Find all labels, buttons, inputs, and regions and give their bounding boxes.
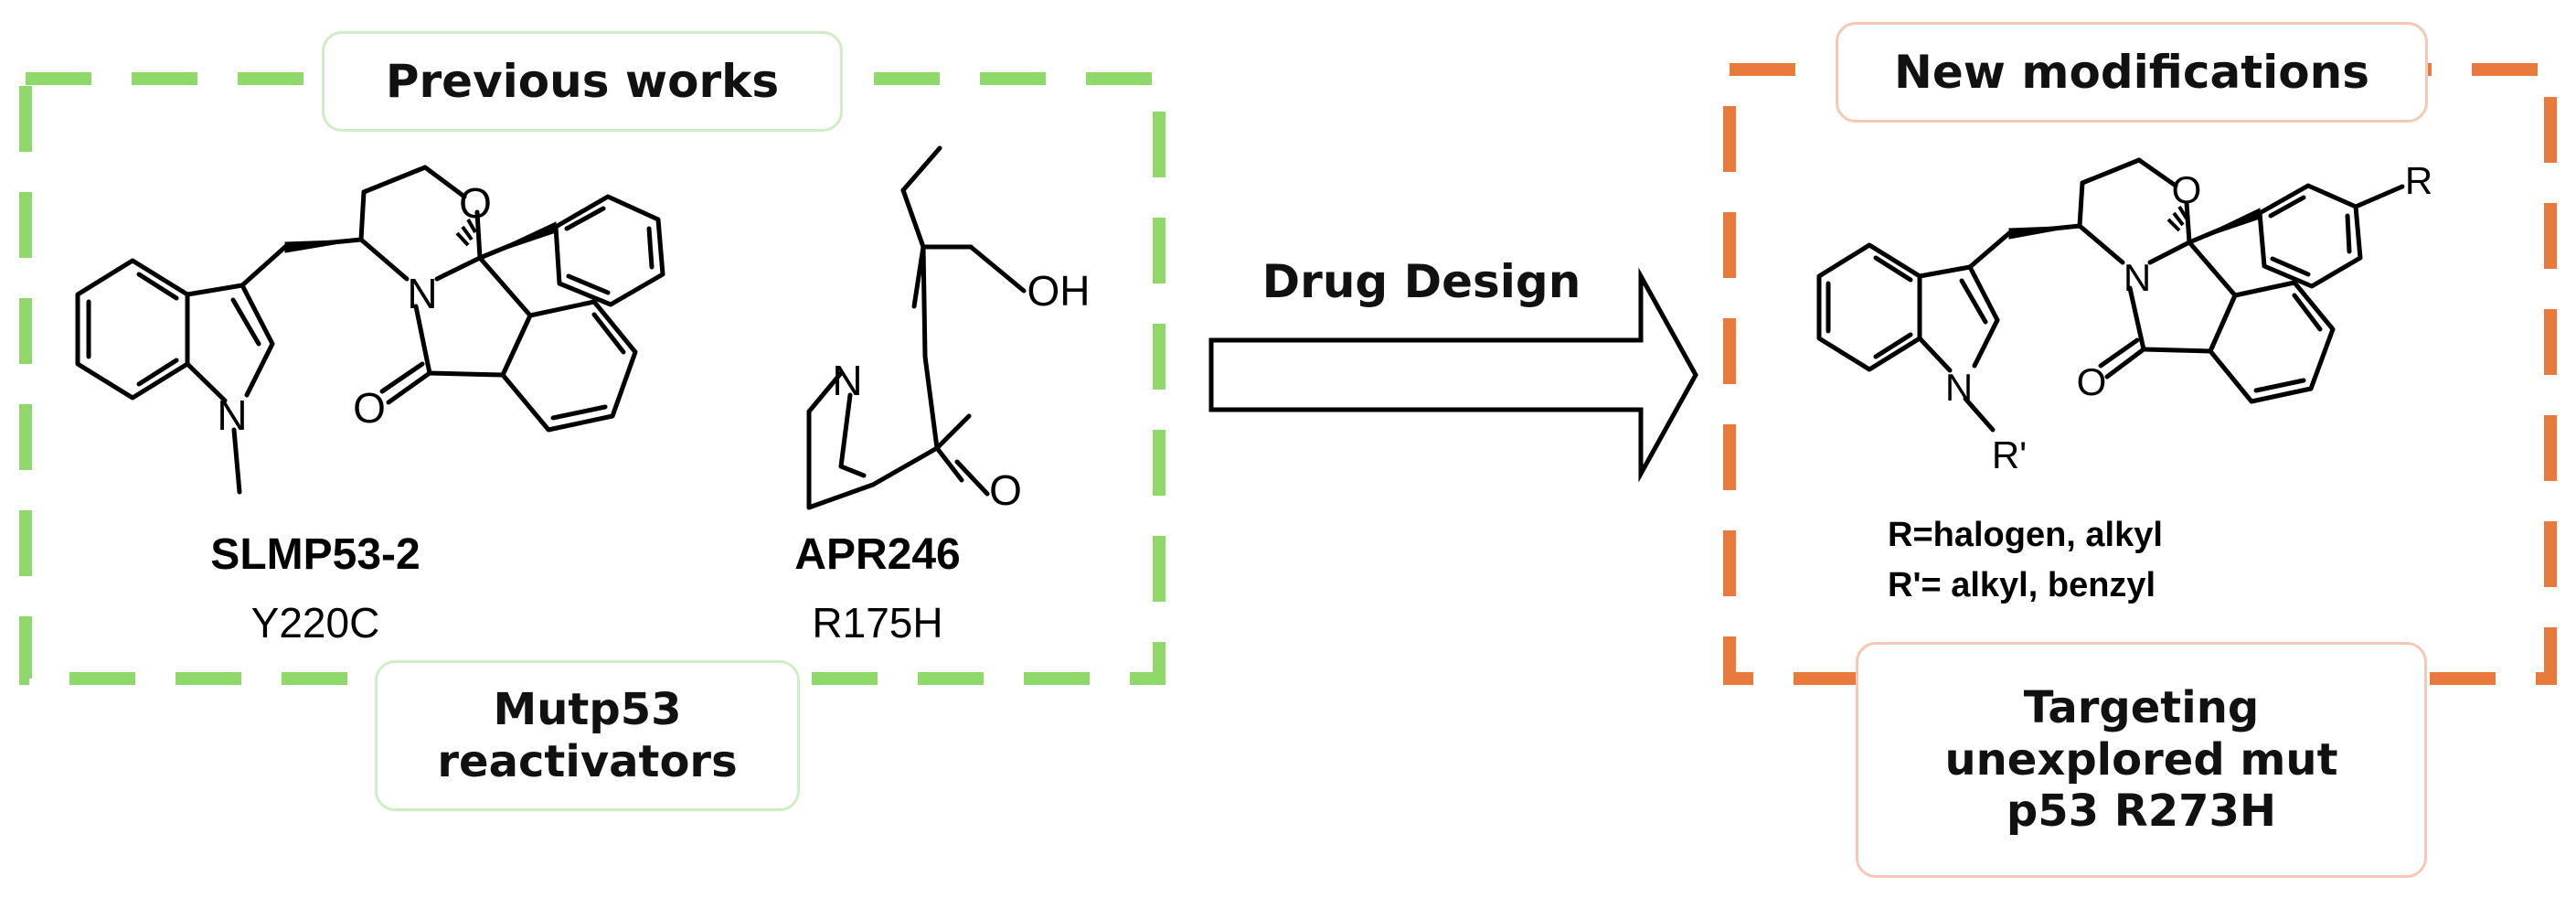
mutp53-reactivators-footer: Mutp53 reactivators xyxy=(375,660,800,811)
new-atom-o-carbonyl: O xyxy=(2077,360,2107,403)
new-atom-n-ring: N xyxy=(2124,256,2151,299)
slmp-atom-o-carbonyl: O xyxy=(353,384,386,432)
apr-atom-o-carbonyl: O xyxy=(989,466,1022,514)
apr246-name: APR246 xyxy=(794,530,960,579)
mutp53-reactivators-text: Mutp53 reactivators xyxy=(437,683,738,787)
targeting-footer: Targeting unexplored mut p53 R273H xyxy=(1856,642,2427,878)
substituent-r: R=halogen, alkyl xyxy=(1888,516,2163,554)
substituent-r-prime: R'= alkyl, benzyl xyxy=(1888,566,2156,604)
stereo-bonds xyxy=(284,205,2261,259)
previous-works-title-text: Previous works xyxy=(385,54,780,108)
substituent-definitions: R=halogen, alkyl R'= alkyl, benzyl xyxy=(1888,516,2163,604)
new-atom-o: O xyxy=(2172,168,2202,211)
slmp53-2-name: SLMP53-2 xyxy=(210,530,420,579)
previous-works-title: Previous works xyxy=(322,31,843,132)
apr-atom-oh: OH xyxy=(1027,267,1091,315)
compound-captions: SLMP53-2 Y220C APR246 R175H xyxy=(210,530,960,647)
new-atom-r-prime: R' xyxy=(1992,433,2027,476)
apr246-structure xyxy=(806,145,1027,510)
atom-labels: O N O N N OH O O N O N R R' xyxy=(217,159,2432,514)
new-atom-n-indole: N xyxy=(1945,366,1973,409)
slmp53-2-structure xyxy=(75,165,665,495)
apr246-target: R175H xyxy=(812,599,942,647)
slmp-atom-n-ring: N xyxy=(407,270,437,317)
new-scaffold-structure xyxy=(1816,157,2405,433)
drug-design-arrow xyxy=(1208,267,1698,483)
new-atom-r: R xyxy=(2405,159,2432,202)
drug-design-label: Drug Design xyxy=(1262,255,1581,308)
apr-atom-n: N xyxy=(832,357,862,404)
new-modifications-title-text: New modifications xyxy=(1894,45,2369,99)
left-dashed-frame xyxy=(19,72,1166,685)
slmp-atom-o: O xyxy=(459,179,492,227)
slmp53-2-target: Y220C xyxy=(251,599,380,647)
new-modifications-title: New modifications xyxy=(1836,22,2428,123)
targeting-footer-text: Targeting unexplored mut p53 R273H xyxy=(1944,682,2338,838)
slmp-atom-n-indole: N xyxy=(217,391,247,439)
